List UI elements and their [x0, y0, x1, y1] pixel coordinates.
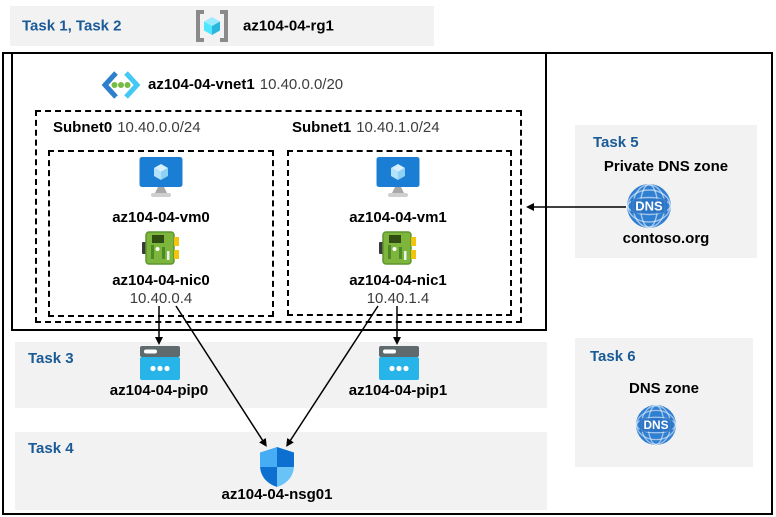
private-dns-zone-name: contoso.org — [622, 230, 710, 247]
vnet-cidr: 10.40.0.0/20 — [259, 76, 344, 93]
nic0-name: az104-04-nic0 — [112, 272, 210, 289]
task5-label: Task 5 — [593, 134, 639, 151]
task6-panel: Task 6 DNS zone DNS — [575, 338, 753, 467]
nic1-ip: 10.40.1.4 — [366, 290, 430, 307]
subnet1-cidr: 10.40.1.0/24 — [356, 119, 440, 136]
dns-globe-icon: DNS — [635, 404, 677, 446]
public-ip-icon — [379, 346, 419, 380]
nic-icon — [142, 230, 180, 266]
task1-task2-label: Task 1, Task 2 — [22, 17, 122, 35]
task4-panel: Task 4 az104-04-nsg01 — [15, 432, 547, 510]
nsg-name: az104-04-nsg01 — [221, 486, 333, 503]
pip1-name: az104-04-pip1 — [348, 382, 448, 399]
vm-icon — [375, 157, 421, 199]
subnet1-box — [287, 150, 512, 316]
nic-icon — [379, 230, 417, 266]
vm0-name: az104-04-vm0 — [112, 209, 210, 226]
public-ip-icon — [140, 346, 180, 380]
task4-label: Task 4 — [28, 440, 74, 457]
subnet0-name: Subnet0 — [53, 119, 113, 136]
task3-panel: Task 3 az104-04-pip0 az104-04-pip1 — [15, 342, 547, 408]
dns-zone-title: DNS zone — [628, 380, 700, 397]
subnet0-cidr: 10.40.0.0/24 — [117, 119, 201, 136]
subnet0-box — [48, 150, 274, 317]
vm1-name: az104-04-vm1 — [349, 209, 447, 226]
vnet-name: az104-04-vnet1 — [148, 76, 255, 93]
dns-icon-text: DNS — [643, 418, 668, 432]
task6-label: Task 6 — [590, 348, 636, 365]
dns-icon-text: DNS — [635, 199, 663, 214]
vnet-box — [11, 52, 547, 331]
task1-task2-panel: Task 1, Task 2 az104-04-rg1 — [10, 6, 434, 46]
resource-group-name: az104-04-rg1 — [243, 17, 334, 35]
vnet-icon — [101, 70, 141, 100]
task3-label: Task 3 — [28, 350, 74, 367]
pip0-name: az104-04-pip0 — [109, 382, 209, 399]
private-dns-zone-title: Private DNS zone — [603, 158, 729, 175]
dns-globe-icon: DNS — [626, 183, 672, 229]
nic0-ip: 10.40.0.4 — [129, 290, 193, 307]
task5-panel: Task 5 Private DNS zone DNS contoso.org — [575, 125, 757, 258]
nic1-name: az104-04-nic1 — [349, 272, 447, 289]
vm-icon — [138, 157, 184, 199]
subnets-container — [35, 110, 522, 323]
nsg-shield-icon — [258, 446, 296, 488]
resource-group-icon — [193, 8, 231, 44]
subnet1-name: Subnet1 — [292, 119, 352, 136]
